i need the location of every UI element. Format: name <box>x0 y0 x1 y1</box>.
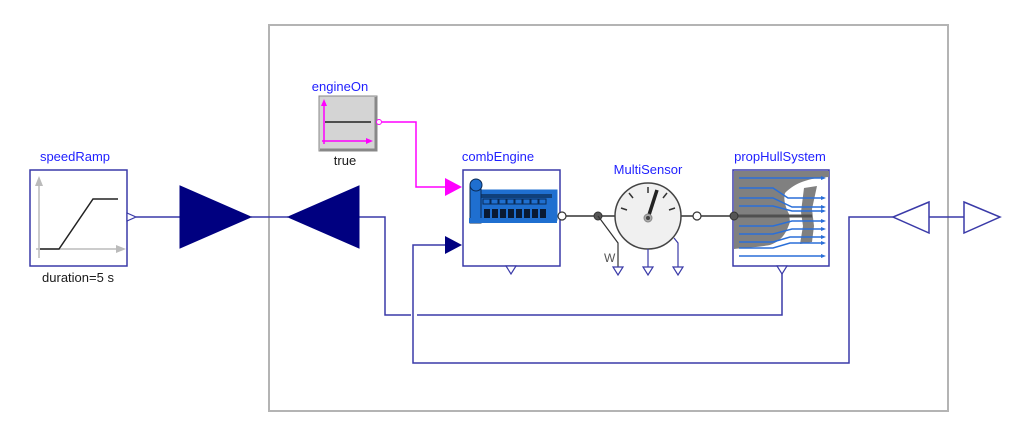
gauge-icon <box>614 182 682 250</box>
engine-boolean-input-port[interactable] <box>445 178 462 196</box>
engine-flange-port[interactable] <box>557 211 567 221</box>
engineon-parameter: true <box>334 153 356 168</box>
speedramp-parameter: duration=5 s <box>42 270 114 285</box>
boolean-constant-icon <box>321 99 373 144</box>
speedramp-block[interactable]: speedRamp duration=5 s <box>29 149 138 285</box>
bus-output-connector[interactable] <box>179 185 253 249</box>
ramp-icon <box>35 176 126 258</box>
engineon-output-port[interactable] <box>376 119 382 125</box>
subsystem-frame <box>268 24 949 412</box>
engine-speed-input-port[interactable] <box>445 236 462 254</box>
sensor-speed-output-port[interactable] <box>671 266 685 277</box>
multisensor-flange-b-port[interactable] <box>692 211 702 221</box>
prophull-bus-port[interactable] <box>775 265 789 276</box>
combengine-block[interactable]: combEngine <box>445 149 567 276</box>
wire-prophull-output <box>417 272 783 316</box>
wire-loop-to-engine <box>412 216 893 364</box>
bus-input-connector[interactable] <box>286 185 360 249</box>
propeller-flow-icon <box>734 171 829 258</box>
multisensor-block[interactable]: MultiSensor W <box>593 162 702 277</box>
wire-engineon-to-engine <box>382 121 445 188</box>
prophullsystem-label: propHullSystem <box>734 149 826 164</box>
combengine-label: combEngine <box>462 149 534 164</box>
engineon-block[interactable]: engineOn true <box>312 79 382 168</box>
engine-bus-port[interactable] <box>504 265 518 276</box>
speedramp-output-port[interactable] <box>126 212 138 222</box>
wire-bus-to-prophull <box>359 216 411 316</box>
diesel-engine-icon <box>469 178 558 224</box>
sensor-power-output-port[interactable] <box>611 266 625 277</box>
connection-wires <box>136 216 964 364</box>
speedramp-label: speedRamp <box>40 149 110 164</box>
prophullsystem-block[interactable]: propHullSystem <box>729 149 830 276</box>
sensor-torque-output-port[interactable] <box>641 266 655 277</box>
external-output-connector[interactable] <box>963 200 1002 235</box>
external-input-connector[interactable] <box>891 200 930 235</box>
multisensor-label: MultiSensor <box>614 162 683 177</box>
multisensor-power-label: W <box>604 251 616 265</box>
prophull-flange-port[interactable] <box>729 211 739 221</box>
engineon-label: engineOn <box>312 79 368 94</box>
